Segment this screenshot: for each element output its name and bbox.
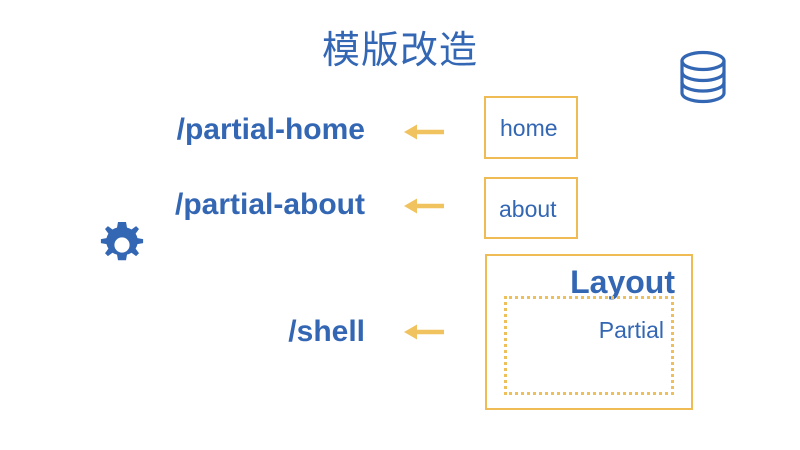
- box-about: about: [484, 177, 578, 239]
- route-label-partial-home: /partial-home: [176, 113, 365, 146]
- box-partial-label: Partial: [598, 317, 664, 343]
- route-label-partial-about: /partial-about: [174, 188, 365, 221]
- box-home: home: [484, 96, 578, 159]
- box-layout-label: Layout: [570, 264, 675, 300]
- box-about-label: about: [499, 196, 557, 222]
- database-icon: [674, 50, 732, 104]
- box-partial: Partial: [504, 296, 674, 395]
- page-title: 模版改造: [321, 30, 478, 72]
- left-arrow-icon: [404, 321, 444, 343]
- left-arrow-icon: [404, 121, 444, 143]
- box-layout: Layout Partial: [485, 254, 693, 410]
- route-label-shell: /shell: [288, 315, 365, 348]
- gear-icon: [99, 222, 145, 268]
- box-home-label: home: [500, 115, 558, 141]
- left-arrow-icon: [404, 195, 444, 217]
